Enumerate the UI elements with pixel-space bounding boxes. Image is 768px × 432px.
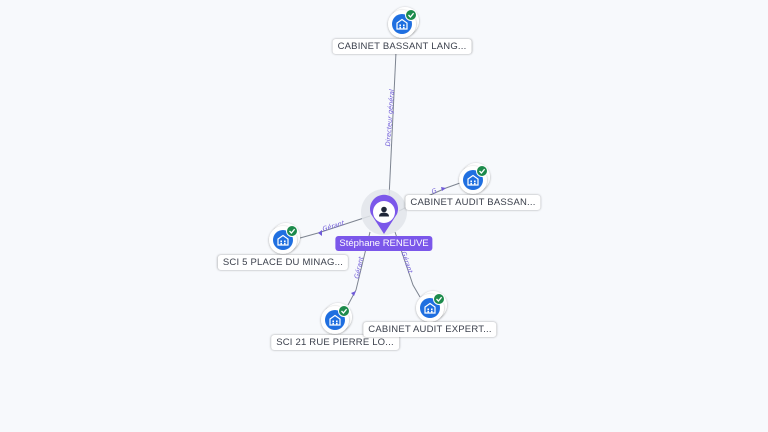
check-icon: [338, 305, 350, 317]
company-node[interactable]: [388, 7, 419, 38]
edge-label-gerant-sci-5-place: Gérant: [322, 219, 346, 233]
edge-label-gerant-sci-21-rue: Gérant: [353, 255, 366, 279]
check-icon: [433, 293, 445, 305]
edge-label-gerant-audit-bassant: G: [430, 186, 438, 195]
edge-label-gerant-audit-expert: Gérant: [399, 250, 414, 274]
company-label[interactable]: SCI 5 PLACE DU MINAG...: [217, 255, 349, 270]
check-icon: [405, 9, 417, 21]
company-node[interactable]: [269, 223, 300, 254]
company-node[interactable]: [321, 303, 352, 334]
company-node[interactable]: [416, 291, 447, 322]
arrow-head: [318, 230, 322, 236]
edge-directeur-general: [388, 51, 397, 199]
edge-gerant-sci-21-rue: [347, 231, 371, 306]
company-node[interactable]: [459, 163, 490, 194]
company-label[interactable]: CABINET AUDIT EXPERT...: [363, 322, 497, 337]
company-label[interactable]: CABINET AUDIT BASSAN...: [405, 195, 541, 210]
company-label[interactable]: SCI 21 RUE PIERRE LO...: [271, 335, 399, 350]
edge-label-directeur-general: Directeur général: [384, 89, 396, 147]
check-icon: [476, 165, 488, 177]
check-icon: [286, 225, 298, 237]
arrow-head: [441, 187, 446, 191]
person-icon: [379, 206, 389, 217]
company-label[interactable]: CABINET BASSANT LANG...: [332, 39, 472, 54]
person-node[interactable]: [361, 189, 407, 235]
person-label[interactable]: Stéphane RENEUVE: [335, 236, 433, 251]
arrow-head: [351, 291, 356, 296]
